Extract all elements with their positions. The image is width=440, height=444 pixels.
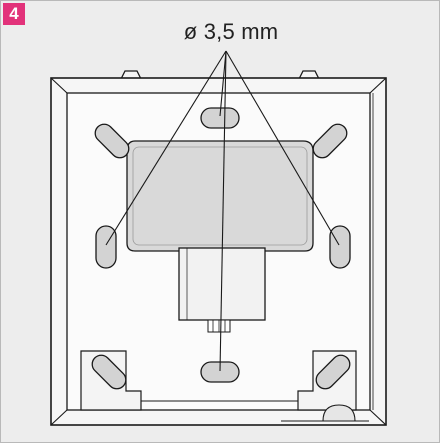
slot-right [329, 225, 351, 269]
slot-top-right [312, 123, 348, 159]
leader-line-left [105, 50, 227, 246]
step-badge: 4 [3, 3, 25, 25]
leader-line-top [219, 50, 227, 117]
slot-bottom-right [315, 354, 351, 390]
dimension-label: ø 3,5 mm [183, 19, 279, 44]
latch [322, 404, 356, 422]
display-window [126, 140, 314, 252]
leader-line-right [225, 50, 340, 246]
slot-left [95, 225, 117, 269]
leader-line-bottom [219, 50, 227, 372]
slot-top-left [94, 123, 130, 159]
slot-bottom-left [91, 354, 127, 390]
slot-top [200, 107, 240, 129]
